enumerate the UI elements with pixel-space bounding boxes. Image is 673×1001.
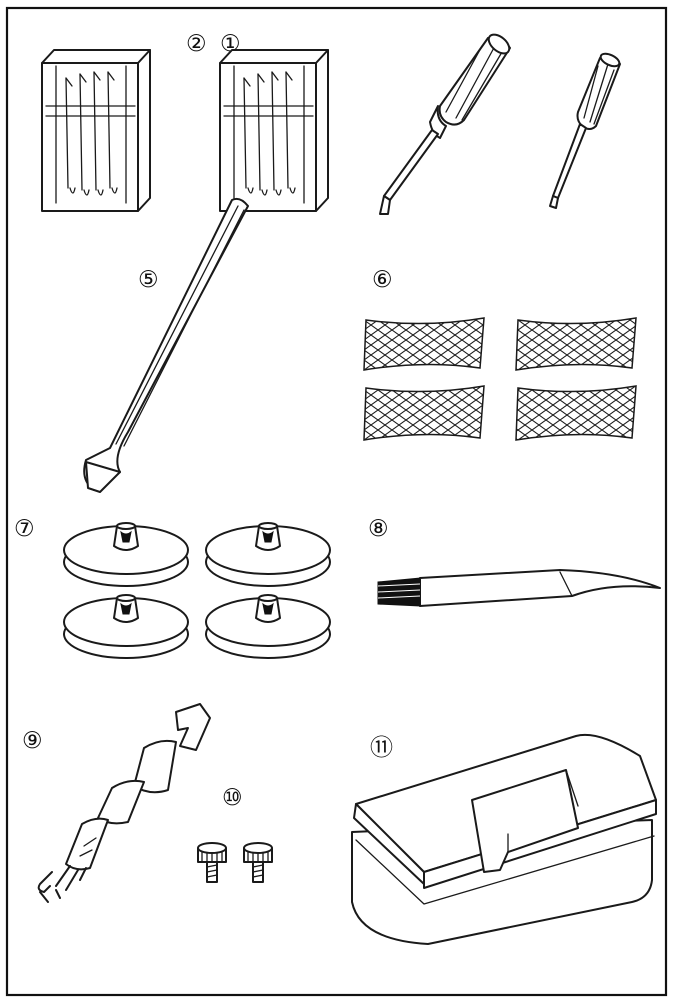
small-screwdriver-icon xyxy=(549,52,621,209)
spool-nets-icon xyxy=(363,317,637,441)
spool-cap-4-icon xyxy=(205,594,331,659)
accessory-box-icon xyxy=(351,733,657,945)
large-screwdriver-icon xyxy=(379,33,511,215)
label-item-2: ② xyxy=(186,31,207,57)
label-item-8: ⑧ xyxy=(368,516,389,542)
spool-cap-2-icon xyxy=(205,522,331,587)
thumb-screw-2-icon xyxy=(243,842,273,883)
label-item-7: ⑦ xyxy=(14,516,35,542)
spool-net-2 xyxy=(515,317,637,371)
thumb-screw-1-icon xyxy=(197,842,227,883)
needle-pack-1-icon xyxy=(219,49,329,212)
cleaning-brush-icon xyxy=(377,569,661,607)
spool-net-1 xyxy=(363,317,485,371)
label-item-6: ⑥ xyxy=(372,267,393,293)
spool-net-4 xyxy=(515,385,637,441)
label-item-11: ⑪ xyxy=(370,735,393,761)
needle-pack-2-icon xyxy=(41,49,151,212)
spool-net-3 xyxy=(363,385,485,441)
spool-cap-1-icon xyxy=(63,522,189,587)
outer-frame xyxy=(5,6,668,997)
lever-tool-icon xyxy=(37,703,211,903)
label-item-5: ⑤ xyxy=(138,267,159,293)
label-item-10: ⑩ xyxy=(222,785,243,811)
spatula-icon xyxy=(83,197,249,493)
spool-cap-3-icon xyxy=(63,594,189,659)
label-item-9: ⑨ xyxy=(22,728,43,754)
